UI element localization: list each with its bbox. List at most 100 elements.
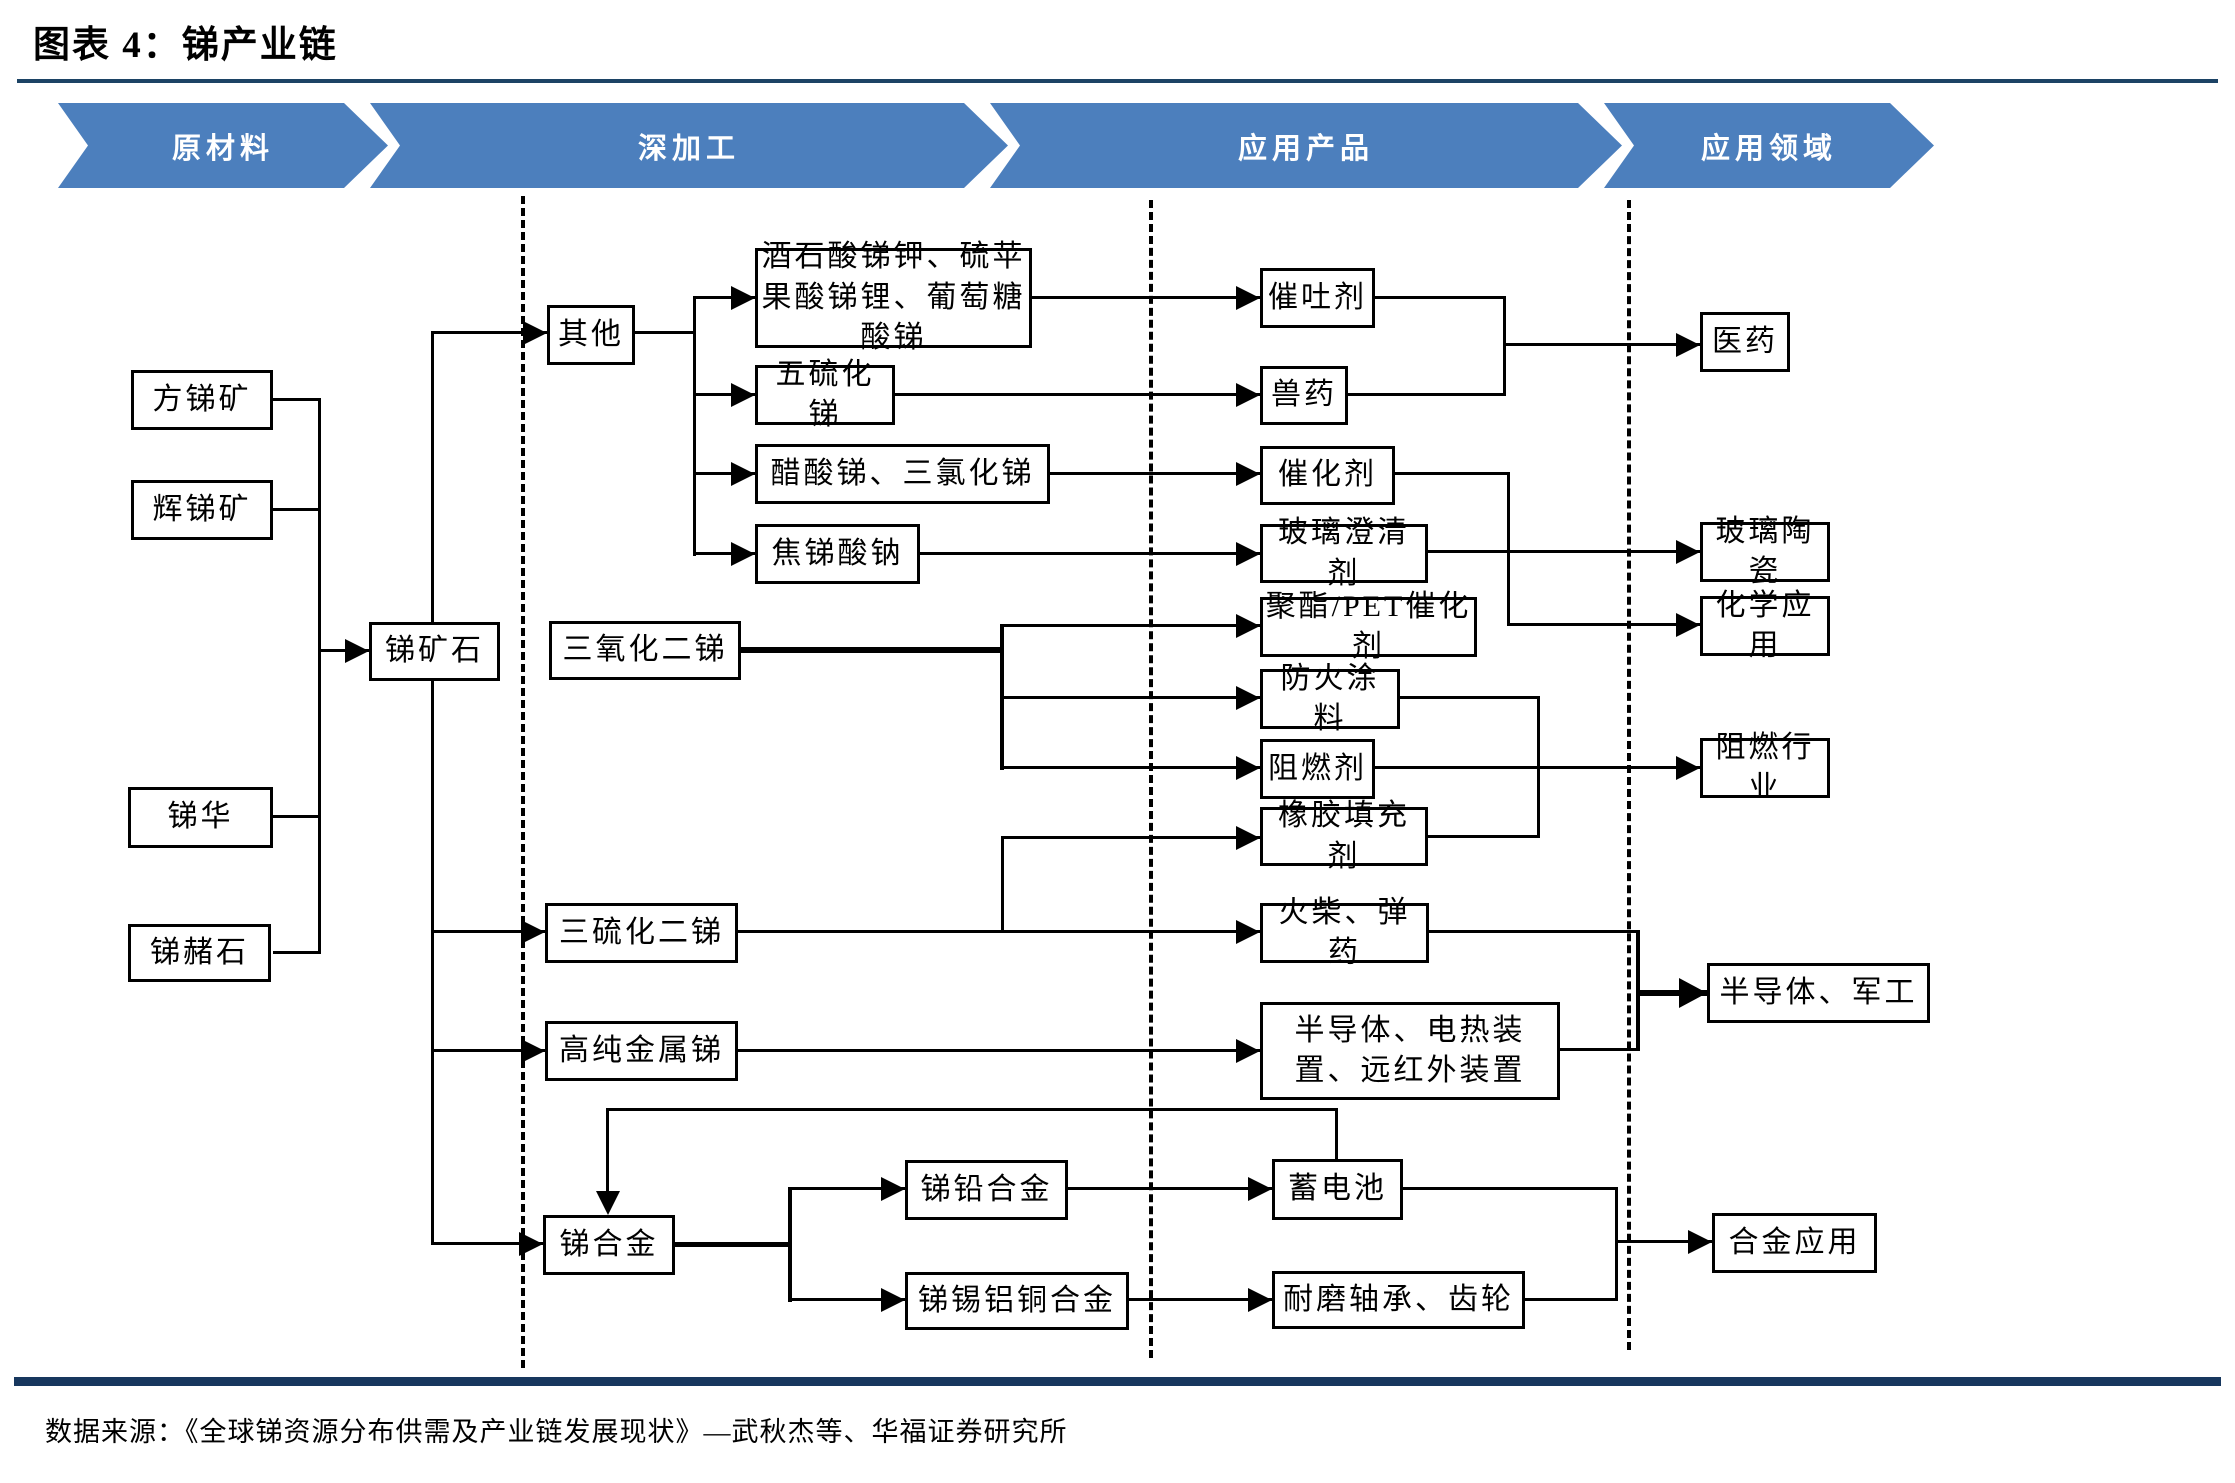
flow-node-label: 聚酯/PET催化剂 xyxy=(1265,589,1472,664)
flow-node-xu-dian-chi: 蓄电池 xyxy=(1272,1159,1403,1220)
connector-line xyxy=(1429,930,1638,933)
connector-line xyxy=(788,1187,792,1302)
flow-node-hua-xue-ying-yong: 化学应用 xyxy=(1700,589,1830,662)
flow-node-ti-zhe-shi: 锑赭石 xyxy=(128,924,271,982)
arrowhead-icon xyxy=(521,920,545,944)
arrowhead-icon xyxy=(1679,978,1707,1008)
title-divider-line xyxy=(17,79,2218,83)
connector-line xyxy=(693,552,755,555)
connector-line xyxy=(1348,393,1505,396)
flow-node-label: 锑合金 xyxy=(559,1227,659,1261)
stage-banner-2: 深加工 xyxy=(370,103,1008,188)
flow-node-shou-yao: 兽药 xyxy=(1260,366,1348,425)
flow-node-label: 医药 xyxy=(1712,324,1778,358)
connector-line xyxy=(1615,1240,1712,1243)
connector-line xyxy=(1507,623,1700,626)
connector-line xyxy=(606,1108,1337,1111)
flow-node-label: 半导体、军工 xyxy=(1719,975,1918,1009)
flow-node-label: 催吐剂 xyxy=(1268,280,1367,314)
flow-node-fang-huo-tu-liao: 防火涂料 xyxy=(1260,662,1400,735)
connector-line xyxy=(741,647,1002,653)
connector-line xyxy=(1403,1187,1617,1190)
flow-node-huo-chai-dan-yao: 火柴、弹药 xyxy=(1260,896,1429,969)
arrowhead-icon xyxy=(1236,756,1260,780)
connector-line xyxy=(1507,472,1510,626)
connector-line xyxy=(693,296,696,556)
flow-node-label: 锑华 xyxy=(167,800,234,834)
flow-node-label: 锑铅合金 xyxy=(920,1172,1053,1206)
arrowhead-icon xyxy=(523,321,547,345)
connector-line xyxy=(1537,696,1540,838)
bottom-divider-bar xyxy=(14,1377,2221,1386)
flow-node-san-liu-hua-er-ti: 三硫化二锑 xyxy=(545,903,738,963)
arrowhead-icon xyxy=(519,1232,543,1256)
flow-node-qi-ta: 其他 xyxy=(547,305,635,365)
flow-node-cui-tu-ji: 催吐剂 xyxy=(1260,268,1375,328)
flow-node-xiang-jiao-tian-chong-ji: 橡胶填充剂 xyxy=(1260,799,1428,873)
arrowhead-icon xyxy=(731,286,755,310)
arrowhead-icon xyxy=(1236,920,1260,944)
connector-line xyxy=(431,331,547,334)
flow-node-label: 五硫化锑 xyxy=(775,357,875,432)
arrowhead-icon xyxy=(731,383,755,407)
flow-node-san-yang-hua-er-ti: 三氧化二锑 xyxy=(549,621,741,680)
flow-node-label: 其他 xyxy=(558,317,624,351)
arrowhead-icon xyxy=(1236,383,1260,407)
flow-node-bo-li-tao-ci: 玻璃陶瓷 xyxy=(1700,515,1830,588)
connector-line xyxy=(1375,296,1505,299)
arrowhead-icon xyxy=(731,462,755,486)
connector-line xyxy=(788,1298,905,1301)
flow-node-label: 蓄电池 xyxy=(1288,1172,1387,1206)
flow-node-label: 高纯金属锑 xyxy=(559,1033,724,1067)
connector-line xyxy=(1636,990,1707,996)
arrowhead-icon xyxy=(1676,756,1700,780)
arrowhead-icon xyxy=(1688,1230,1712,1254)
arrowhead-icon xyxy=(731,542,755,566)
connector-line xyxy=(318,398,321,954)
stage-banner-label: 应用产品 xyxy=(1237,132,1374,165)
arrowhead-icon xyxy=(1236,542,1260,566)
flow-node-yi-yao: 医药 xyxy=(1700,312,1790,372)
connector-line xyxy=(1560,1048,1638,1051)
connector-line xyxy=(431,1049,545,1052)
connector-line xyxy=(1428,835,1539,838)
flow-node-ban-dao-ti-jun-gong: 半导体、军工 xyxy=(1707,963,1930,1023)
flow-node-label: 玻璃陶瓷 xyxy=(1715,514,1815,589)
connector-line xyxy=(635,331,695,334)
connector-line xyxy=(273,508,320,511)
flow-node-nai-mo-zhou-cheng-chi-lun: 耐磨轴承、齿轮 xyxy=(1272,1271,1525,1329)
flow-node-ban-dao-ti-zhuang-zhi: 半导体、电热装置、远红外装置 xyxy=(1260,1002,1560,1100)
stage-banner-3: 应用产品 xyxy=(990,103,1622,188)
stage-banner-label: 原材料 xyxy=(171,132,274,165)
arrowhead-icon xyxy=(1248,1288,1272,1312)
connector-line xyxy=(1428,550,1700,553)
connector-line xyxy=(788,1187,905,1190)
flow-node-wu-liu-hua-ti: 五硫化锑 xyxy=(755,358,895,431)
arrowhead-icon xyxy=(881,1288,905,1312)
figure-title: 图表 4：锑产业链 xyxy=(33,25,338,66)
connector-line xyxy=(693,472,755,475)
column-divider-dashed xyxy=(521,196,525,1368)
flow-node-cui-hua-ji: 催化剂 xyxy=(1260,446,1395,505)
flow-node-ti-kuang-shi: 锑矿石 xyxy=(369,622,500,681)
column-divider-dashed xyxy=(1149,200,1153,1358)
flow-node-zu-ran-ji: 阻燃剂 xyxy=(1260,739,1375,799)
arrowhead-icon xyxy=(1236,826,1260,850)
connector-line xyxy=(738,1049,1260,1052)
flow-node-bo-li-cheng-qing-ji: 玻璃澄清剂 xyxy=(1260,516,1428,590)
connector-line xyxy=(1525,1298,1617,1301)
connector-line xyxy=(675,1242,790,1247)
flow-node-jiao-ti-suan-na: 焦锑酸钠 xyxy=(755,524,920,584)
flow-node-label: 合金应用 xyxy=(1728,1225,1861,1259)
connector-line xyxy=(1001,836,1260,839)
connector-line xyxy=(431,681,434,1245)
arrowhead-icon xyxy=(521,1039,545,1063)
connector-line xyxy=(1400,696,1539,699)
arrowhead-icon xyxy=(1676,540,1700,564)
flow-node-label: 半导体、电热装置、远红外装置 xyxy=(1294,1013,1526,1088)
connector-line xyxy=(1503,296,1506,396)
connector-line xyxy=(1000,766,1260,769)
connector-line xyxy=(273,398,320,401)
